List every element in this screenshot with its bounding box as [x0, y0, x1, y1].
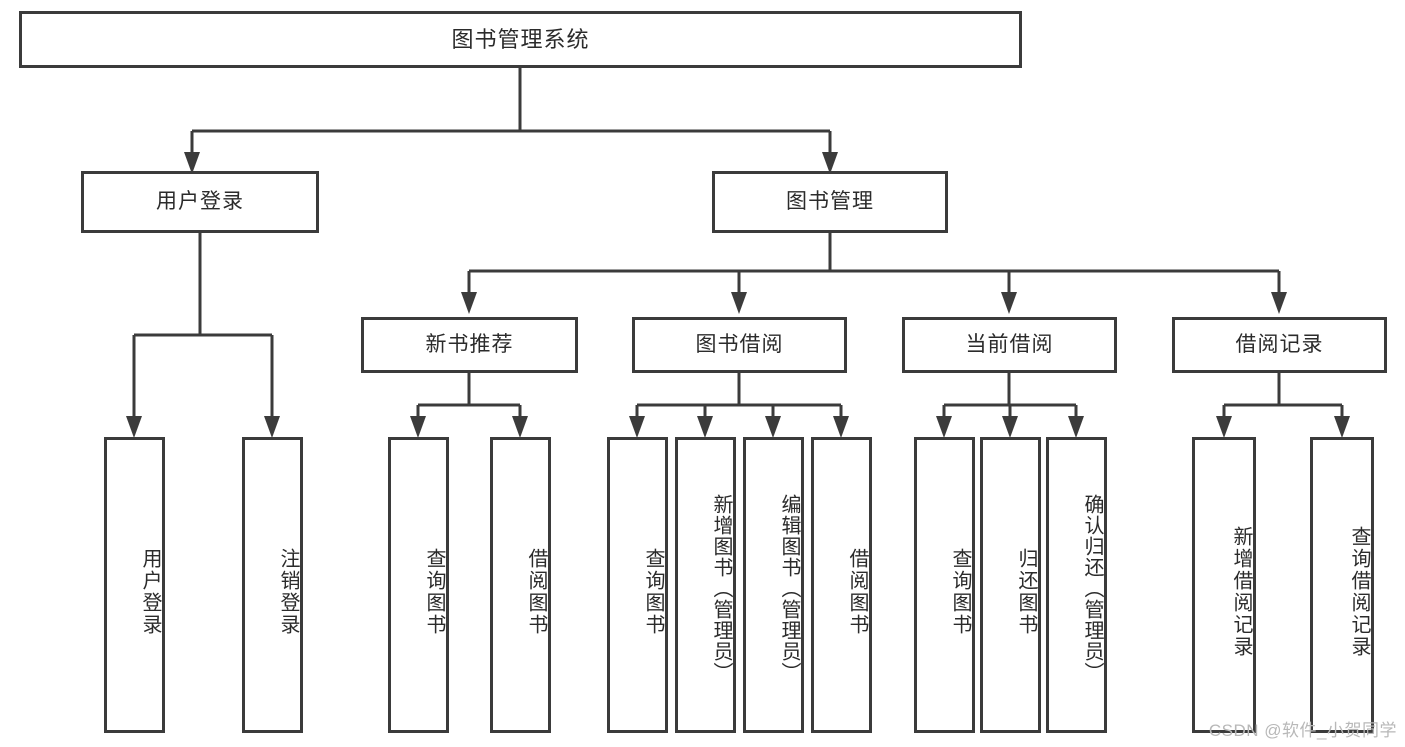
node-new-book-recommend[interactable]: 新书推荐: [361, 317, 578, 373]
node-borrow-record[interactable]: 借阅记录: [1172, 317, 1387, 373]
leaf-borrow-record-query[interactable]: 查询借阅记录: [1310, 437, 1374, 733]
leaf-new-book-query[interactable]: 查询图书: [388, 437, 449, 733]
leaf-book-borrow-add[interactable]: 新增图书（管理员）: [675, 437, 736, 733]
node-book-management[interactable]: 图书管理: [712, 171, 948, 233]
leaf-book-borrow-edit[interactable]: 编辑图书（管理员）: [743, 437, 804, 733]
leaf-book-borrow-query[interactable]: 查询图书: [607, 437, 668, 733]
node-book-borrow[interactable]: 图书借阅: [632, 317, 847, 373]
leaf-new-book-borrow[interactable]: 借阅图书: [490, 437, 551, 733]
leaf-user-login-logout[interactable]: 注销登录: [242, 437, 303, 733]
leaf-current-borrow-query[interactable]: 查询图书: [914, 437, 975, 733]
leaf-current-borrow-confirm-return[interactable]: 确认归还（管理员）: [1046, 437, 1107, 733]
leaf-current-borrow-return[interactable]: 归还图书: [980, 437, 1041, 733]
leaf-borrow-record-add[interactable]: 新增借阅记录: [1192, 437, 1256, 733]
leaf-user-login-login[interactable]: 用户登录: [104, 437, 165, 733]
leaf-book-borrow-borrow[interactable]: 借阅图书: [811, 437, 872, 733]
node-root[interactable]: 图书管理系统: [19, 11, 1022, 68]
node-current-borrow[interactable]: 当前借阅: [902, 317, 1117, 373]
watermark: CSDN @软件_小贺同学: [1208, 721, 1397, 740]
node-user-login[interactable]: 用户登录: [81, 171, 319, 233]
